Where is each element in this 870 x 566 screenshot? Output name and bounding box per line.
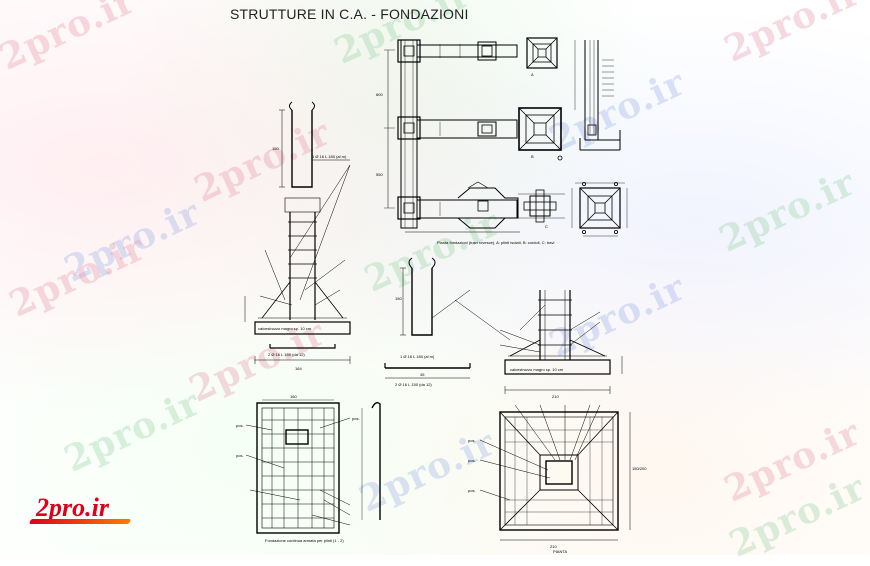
- right-plan-rebar: [479, 404, 631, 541]
- label-c: C: [545, 224, 548, 229]
- label-b: B: [531, 154, 534, 159]
- dim-plan-right-height: 150/200: [632, 466, 647, 471]
- left-stirrup-detail: [279, 101, 350, 188]
- label-a: A: [531, 72, 534, 77]
- dim-right-base-width: 210: [552, 394, 559, 399]
- plan-caption: Pianta fondazioni (travi rovesce), A: pl…: [437, 240, 554, 245]
- wall-section: [574, 40, 621, 151]
- pos-tag: pos.: [352, 416, 360, 421]
- pos-tag: pos.: [236, 453, 244, 458]
- left-bar-note: 2 Ø 16 L 150 (da 12): [268, 352, 305, 357]
- dim-plan-left-width: 160: [290, 394, 297, 399]
- left-blinding-note: calcestruzzo magro sp. 10 cm: [258, 326, 312, 331]
- right-plinth-section: [454, 290, 623, 394]
- foundation-plan: [384, 39, 520, 233]
- left-plan-rebar: [245, 399, 381, 534]
- leader-note: 1 Ø 16 L 180 (al m): [312, 154, 347, 159]
- dim-mid-stirrup-width: 45: [420, 372, 425, 377]
- pos-tag: pos.: [468, 438, 476, 443]
- dim-left-base-width: 164: [295, 366, 302, 371]
- mid-bar-note-2: 2 Ø 16 L 150 (da 12): [395, 382, 432, 387]
- dim-plan-right-width: 210: [550, 544, 557, 549]
- site-logo: 2pro.ir: [36, 493, 109, 522]
- plinth-detail-b: [518, 107, 563, 161]
- pos-tag: pos.: [236, 423, 244, 428]
- drawing-title: STRUTTURE IN C.A. - FONDAZIONI: [230, 6, 469, 22]
- dim-left-top-height: 150: [272, 146, 279, 151]
- dim-mid-stirrup-height: 150: [395, 296, 402, 301]
- left-plinth-section: [244, 164, 351, 364]
- plan-left-caption: Fondazione continua armata per plinti (1…: [265, 538, 344, 543]
- plinth-detail-a: [526, 37, 558, 69]
- mid-bar-note: 1 Ø 16 L 180 (al m): [400, 354, 435, 359]
- right-blinding-note: calcestruzzo magro sp. 10 cm: [510, 367, 564, 372]
- small-cross-sections: [467, 181, 628, 237]
- middle-stirrup-detail: [384, 257, 471, 379]
- dim-plan-height-a: 600: [376, 92, 383, 97]
- dim-plan-height-b: 550: [376, 172, 383, 177]
- plan-right-caption: PIANTA: [553, 549, 567, 554]
- pos-tag: pos.: [468, 458, 476, 463]
- pos-tag: pos.: [468, 488, 476, 493]
